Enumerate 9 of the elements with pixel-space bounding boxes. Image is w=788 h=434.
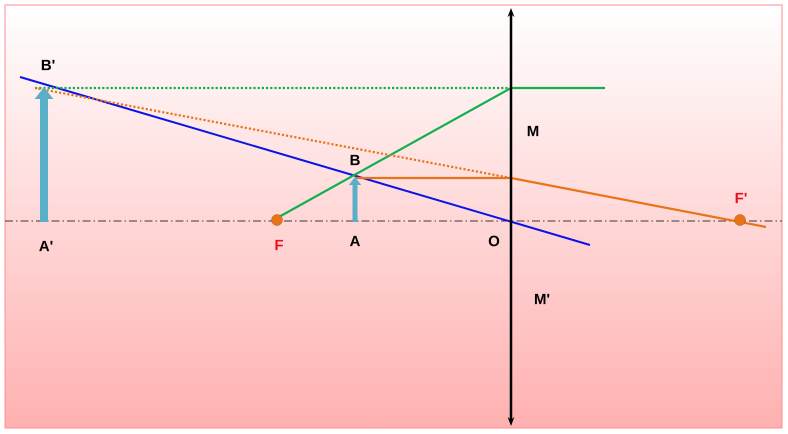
point-label: A': [39, 240, 52, 252]
point-label: F': [736, 192, 747, 204]
point-label: B': [42, 60, 54, 70]
point-label: A: [350, 236, 360, 246]
point-label: M': [534, 294, 550, 304]
point-label: F: [275, 240, 284, 250]
point-label: O: [488, 236, 500, 246]
point-label: M: [528, 126, 538, 136]
point-label: B: [350, 154, 360, 166]
